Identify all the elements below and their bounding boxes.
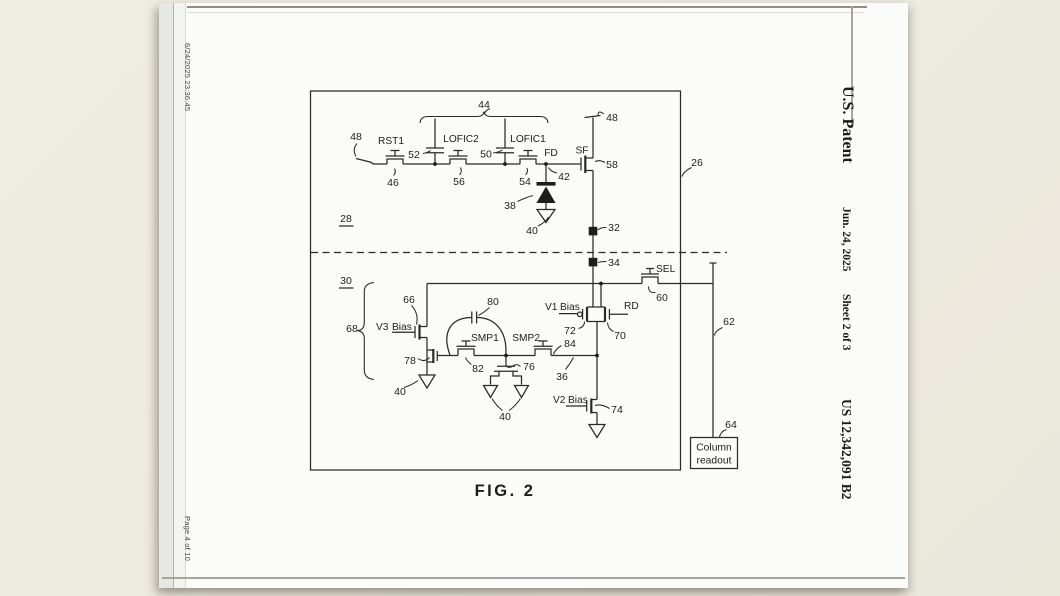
v2-bias-transistor-74 bbox=[566, 398, 598, 424]
capacitor-80 bbox=[446, 311, 507, 356]
transistor-78 bbox=[427, 349, 458, 363]
label-v2: V2 bbox=[553, 395, 566, 406]
column-line-62 bbox=[709, 262, 717, 438]
label-lofic1: LOFIC1 bbox=[510, 134, 546, 145]
label-smp1: SMP1 bbox=[471, 333, 499, 344]
rd-transistor-70 bbox=[587, 307, 628, 400]
label-sf: SF bbox=[575, 146, 588, 157]
page-stack-edge-inner bbox=[174, 3, 186, 588]
label-v1: V1 bbox=[545, 302, 558, 313]
label-sel: SEL bbox=[656, 264, 676, 275]
ref-40-diode: 40 bbox=[526, 225, 538, 237]
label-rd: RD bbox=[624, 301, 639, 312]
lofic-capacitor-50 bbox=[496, 118, 514, 164]
ref-82: 82 bbox=[472, 363, 484, 375]
ref-74: 74 bbox=[611, 404, 623, 416]
ref-32: 32 bbox=[608, 222, 620, 234]
page-stack-edge bbox=[159, 3, 174, 588]
label-v1-bias: Bias bbox=[560, 302, 580, 313]
ref-50: 50 bbox=[480, 149, 492, 161]
ref-66: 66 bbox=[403, 294, 415, 306]
smp2-transistor bbox=[533, 340, 553, 356]
junction-dots bbox=[433, 162, 603, 358]
label-v2-bias: Bias bbox=[568, 395, 588, 406]
ref-34: 34 bbox=[608, 257, 620, 269]
ref-26: 26 bbox=[691, 157, 703, 169]
ref-28: 28 bbox=[340, 213, 352, 225]
ref-38: 38 bbox=[504, 200, 516, 212]
ref-42: 42 bbox=[558, 171, 570, 183]
patent-sheet bbox=[159, 3, 908, 588]
numeral-underlines bbox=[339, 225, 354, 289]
ref-48-right: 48 bbox=[606, 112, 618, 124]
top-supply-wires bbox=[355, 114, 601, 165]
ground-symbol-diode bbox=[535, 208, 557, 224]
ref-30: 30 bbox=[340, 275, 352, 287]
scan-border-top-inner bbox=[187, 12, 865, 13]
ref-72: 72 bbox=[564, 325, 576, 337]
ref-48-left: 48 bbox=[350, 131, 362, 143]
ground-symbol-76-left bbox=[482, 384, 499, 399]
column-readout-box bbox=[689, 436, 739, 470]
figure-caption: FIG. 2 bbox=[475, 482, 536, 500]
sel-row-wire bbox=[426, 282, 713, 327]
photodiode-38 bbox=[536, 164, 556, 210]
brace-44 bbox=[419, 111, 549, 124]
label-rst1: RST1 bbox=[378, 136, 404, 147]
bond-pad-34 bbox=[588, 257, 598, 267]
ref-36: 36 bbox=[556, 371, 568, 383]
label-v3: V3 bbox=[376, 322, 389, 333]
leader-lines bbox=[353, 108, 727, 438]
ref-40-caps: 40 bbox=[499, 411, 511, 423]
ref-54: 54 bbox=[519, 176, 531, 188]
ref-84: 84 bbox=[564, 338, 576, 350]
column-readout-line2: readout bbox=[697, 456, 732, 467]
ref-40-left: 40 bbox=[394, 386, 406, 398]
bond-pad-32 bbox=[588, 226, 598, 236]
ref-78: 78 bbox=[404, 355, 416, 367]
lofic1-transistor bbox=[518, 149, 538, 164]
ground-symbol-74 bbox=[587, 423, 607, 439]
ref-56: 56 bbox=[453, 176, 465, 188]
ref-52: 52 bbox=[408, 149, 420, 161]
ref-44: 44 bbox=[478, 99, 490, 111]
label-fd: FD bbox=[544, 148, 558, 159]
ref-62: 62 bbox=[723, 316, 735, 328]
ground-symbol-78 bbox=[417, 374, 437, 390]
ref-46: 46 bbox=[387, 177, 399, 189]
ref-58: 58 bbox=[606, 159, 618, 171]
ref-70: 70 bbox=[614, 330, 626, 342]
scan-border-bottom bbox=[162, 577, 905, 579]
capacitor-76 bbox=[489, 355, 523, 385]
smp1-transistor bbox=[456, 340, 476, 356]
ref-60: 60 bbox=[656, 292, 668, 304]
ref-68: 68 bbox=[346, 323, 358, 335]
ground-symbol-76-right bbox=[513, 384, 530, 399]
sf-transistor bbox=[580, 155, 594, 227]
rst1-transistor bbox=[385, 149, 405, 164]
sel-transistor bbox=[641, 267, 659, 284]
column-readout-line1: Column bbox=[696, 443, 732, 454]
scan-border-top bbox=[187, 6, 867, 8]
label-v3-bias: Bias bbox=[392, 322, 412, 333]
v3-bias-transistor-66 bbox=[392, 324, 428, 375]
lofic2-transistor bbox=[448, 149, 468, 164]
ref-76: 76 bbox=[523, 361, 535, 373]
ref-64: 64 bbox=[725, 419, 737, 431]
lofic-capacitor-52 bbox=[426, 118, 444, 164]
v1-bias-transistor-72 bbox=[559, 306, 605, 322]
pixel-boundary-rect bbox=[309, 90, 682, 471]
label-lofic2: LOFIC2 bbox=[443, 134, 479, 145]
scan-border-right bbox=[851, 6, 853, 128]
ref-80: 80 bbox=[487, 296, 499, 308]
brace-68 bbox=[357, 281, 375, 381]
label-smp2: SMP2 bbox=[512, 333, 540, 344]
